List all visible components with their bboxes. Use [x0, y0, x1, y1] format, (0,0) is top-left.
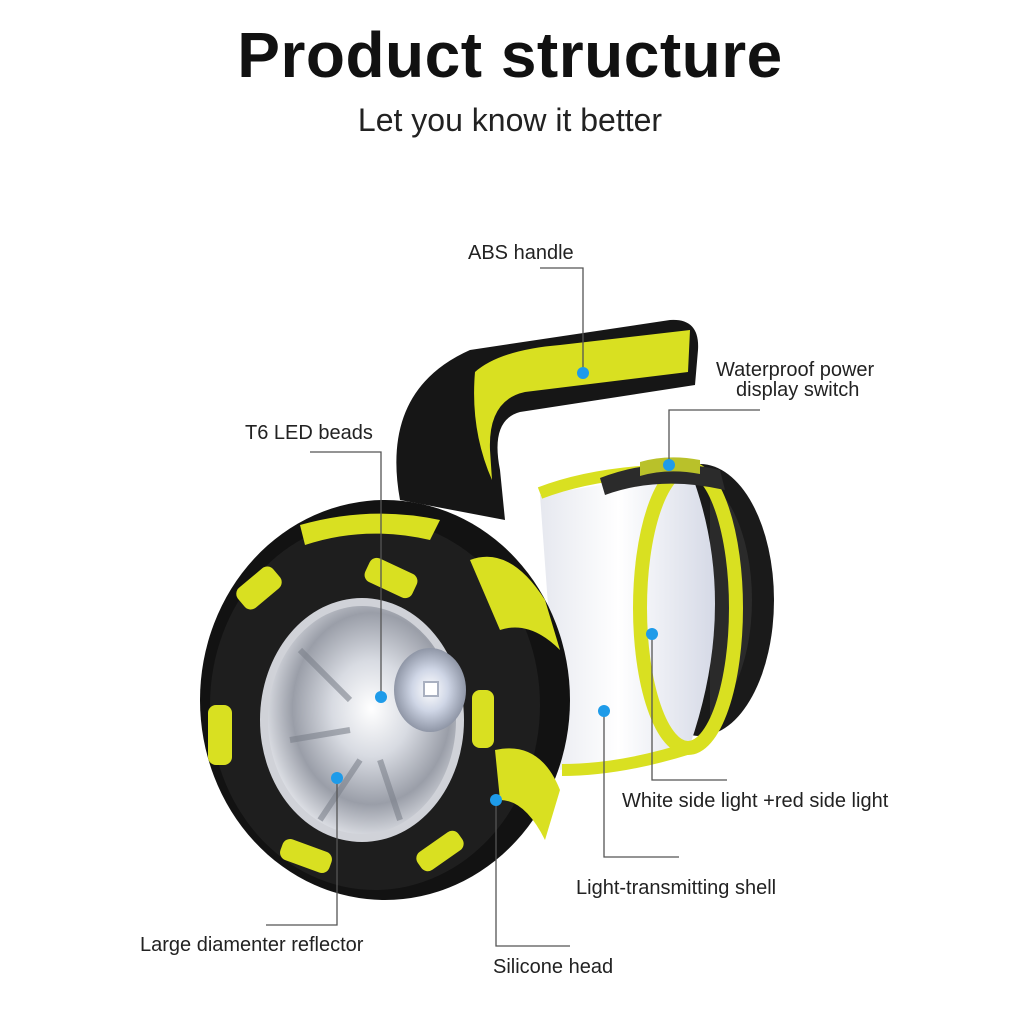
marker-reflector [331, 772, 343, 784]
marker-silicone-head [490, 794, 502, 806]
label-side-light: White side light +red side light [622, 790, 889, 812]
label-silicone-head: Silicone head [493, 956, 614, 978]
marker-shell [598, 705, 610, 717]
marker-side-light [646, 628, 658, 640]
page-title: Product structure [237, 19, 783, 91]
label-waterproof-line1: Waterproof power [716, 359, 875, 381]
page-subtitle: Let you know it better [357, 102, 663, 138]
label-abs-handle: ABS handle [468, 242, 574, 264]
marker-switch [663, 459, 675, 471]
leader-lines [266, 267, 760, 947]
label-shell: Light-transmitting shell [576, 877, 777, 899]
marker-dots [331, 367, 675, 806]
label-t6-led: T6 LED beads [245, 422, 373, 444]
marker-led [375, 691, 387, 703]
label-reflector: Large diamenter reflector [140, 934, 364, 956]
label-waterproof-line2: display switch [736, 379, 860, 401]
t6-led [394, 648, 466, 732]
marker-abs-handle [577, 367, 589, 379]
abs-handle [396, 319, 699, 520]
